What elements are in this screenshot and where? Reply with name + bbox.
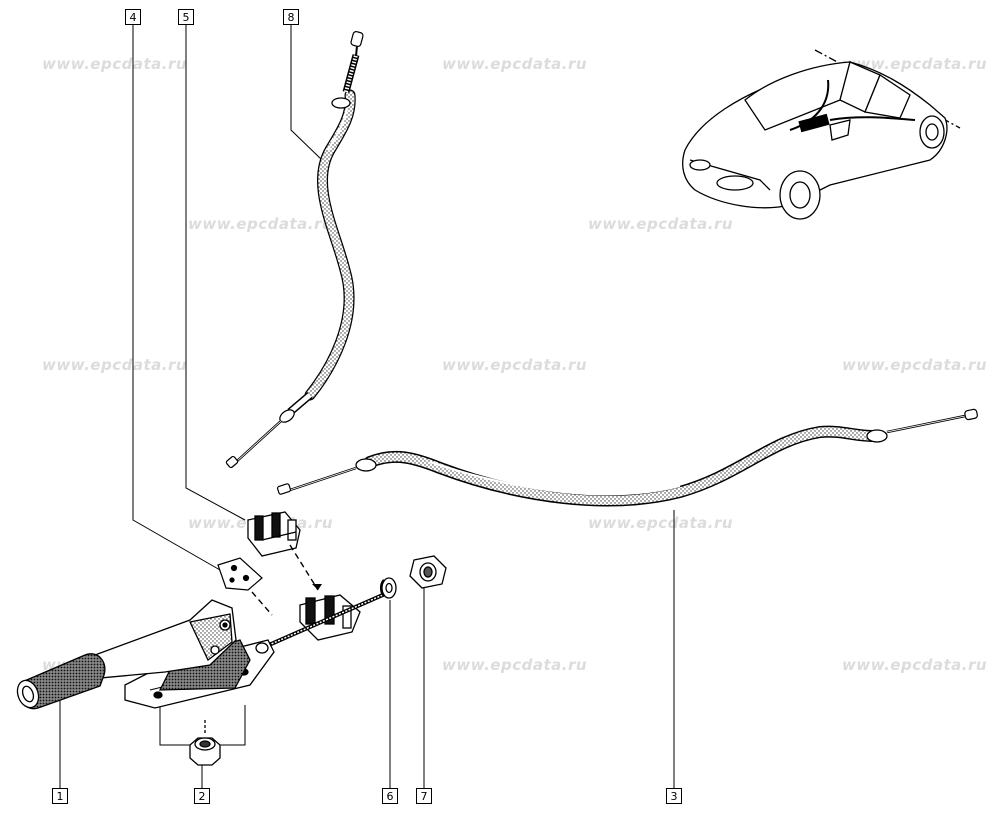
assembly-paths xyxy=(251,544,319,616)
nut-part-7 xyxy=(409,555,447,589)
washer-part-6 xyxy=(379,577,397,599)
callout-7: 7 xyxy=(416,788,432,804)
upper-cable xyxy=(225,31,364,469)
watermark: www.epcdata.ru xyxy=(588,215,734,233)
watermark: www.epcdata.ru xyxy=(188,215,334,233)
watermark: www.epcdata.ru xyxy=(842,55,988,73)
callout-1: 1 xyxy=(52,788,68,804)
cable-clip-part-5 xyxy=(247,511,301,557)
bracket-part-4 xyxy=(217,557,263,591)
watermark: www.epcdata.ru xyxy=(588,514,734,532)
long-cable xyxy=(276,408,978,507)
callout-8: 8 xyxy=(283,9,299,25)
watermark: www.epcdata.ru xyxy=(842,656,988,674)
handbrake-lever xyxy=(16,599,275,710)
watermark: www.epcdata.ru xyxy=(42,356,188,374)
car-illustration xyxy=(682,49,961,220)
callout-3: 3 xyxy=(666,788,682,804)
callout-5: 5 xyxy=(178,9,194,25)
watermark: www.epcdata.ru xyxy=(42,55,188,73)
callout-4: 4 xyxy=(125,9,141,25)
watermark: www.epcdata.ru xyxy=(442,55,588,73)
watermark: www.epcdata.ru xyxy=(842,356,988,374)
threaded-rod xyxy=(261,592,386,650)
watermark: www.epcdata.ru xyxy=(442,656,588,674)
callout-2: 2 xyxy=(194,788,210,804)
nut-part-2 xyxy=(189,720,221,766)
watermark: www.epcdata.ru xyxy=(442,356,588,374)
callout-6: 6 xyxy=(382,788,398,804)
